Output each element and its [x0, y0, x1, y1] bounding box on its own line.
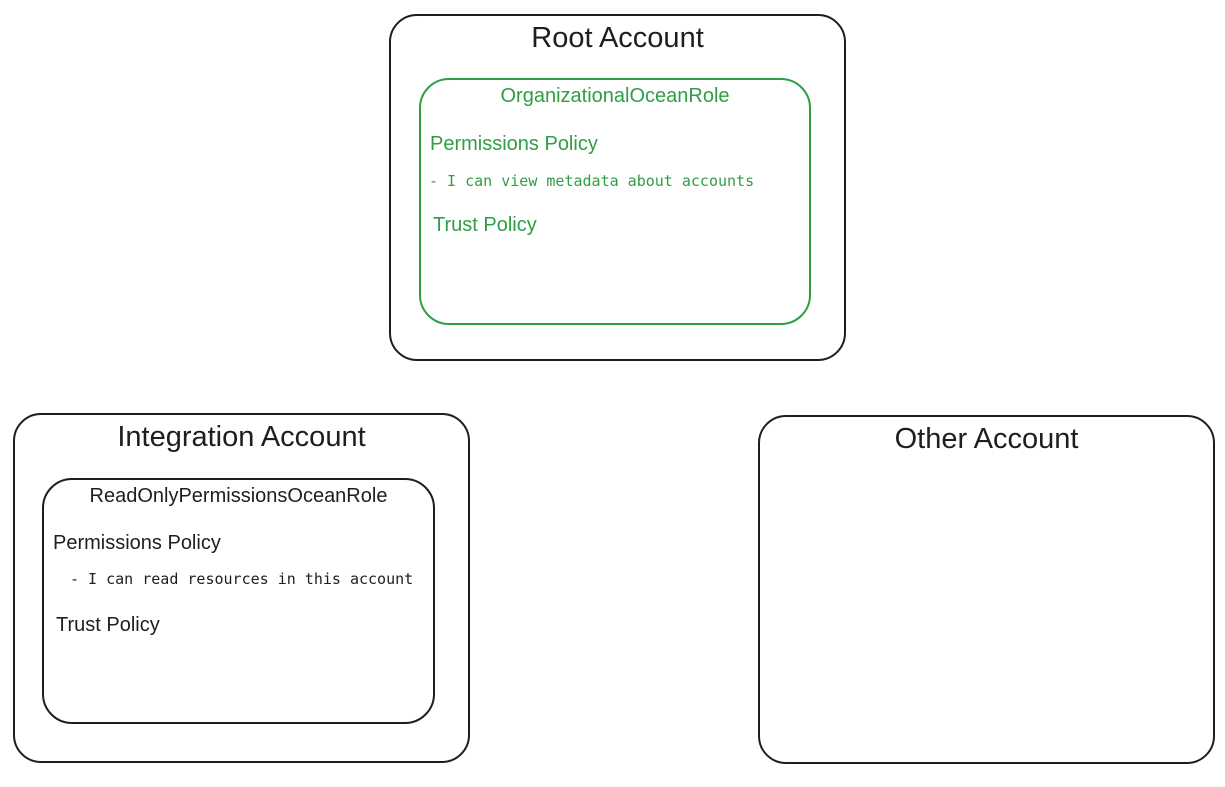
root-permission-item: - I can view metadata about accounts — [429, 172, 755, 190]
integration-permissions-policy-label: Permissions Policy — [53, 532, 221, 554]
read-only-permissions-ocean-role-title: ReadOnlyPermissionsOceanRole — [89, 485, 388, 507]
organizational-ocean-role-box: OrganizationalOceanRole Permissions Poli… — [419, 78, 811, 325]
root-account-title: Root Account — [531, 22, 704, 54]
root-permissions-policy-label: Permissions Policy — [430, 133, 598, 155]
read-only-permissions-ocean-role-box: ReadOnlyPermissionsOceanRole Permissions… — [42, 478, 435, 724]
integration-trust-policy-label: Trust Policy — [56, 614, 160, 636]
integration-account-box: Integration Account — [13, 413, 470, 763]
organizational-ocean-role-title: OrganizationalOceanRole — [500, 85, 730, 107]
integration-permission-item: - I can read resources in this account — [70, 570, 414, 588]
integration-account-title: Integration Account — [117, 421, 366, 453]
other-account-box: Other Account — [758, 415, 1215, 764]
other-account-title: Other Account — [894, 423, 1079, 455]
root-trust-policy-label: Trust Policy — [433, 214, 537, 236]
root-account-box: Root Account — [389, 14, 846, 361]
